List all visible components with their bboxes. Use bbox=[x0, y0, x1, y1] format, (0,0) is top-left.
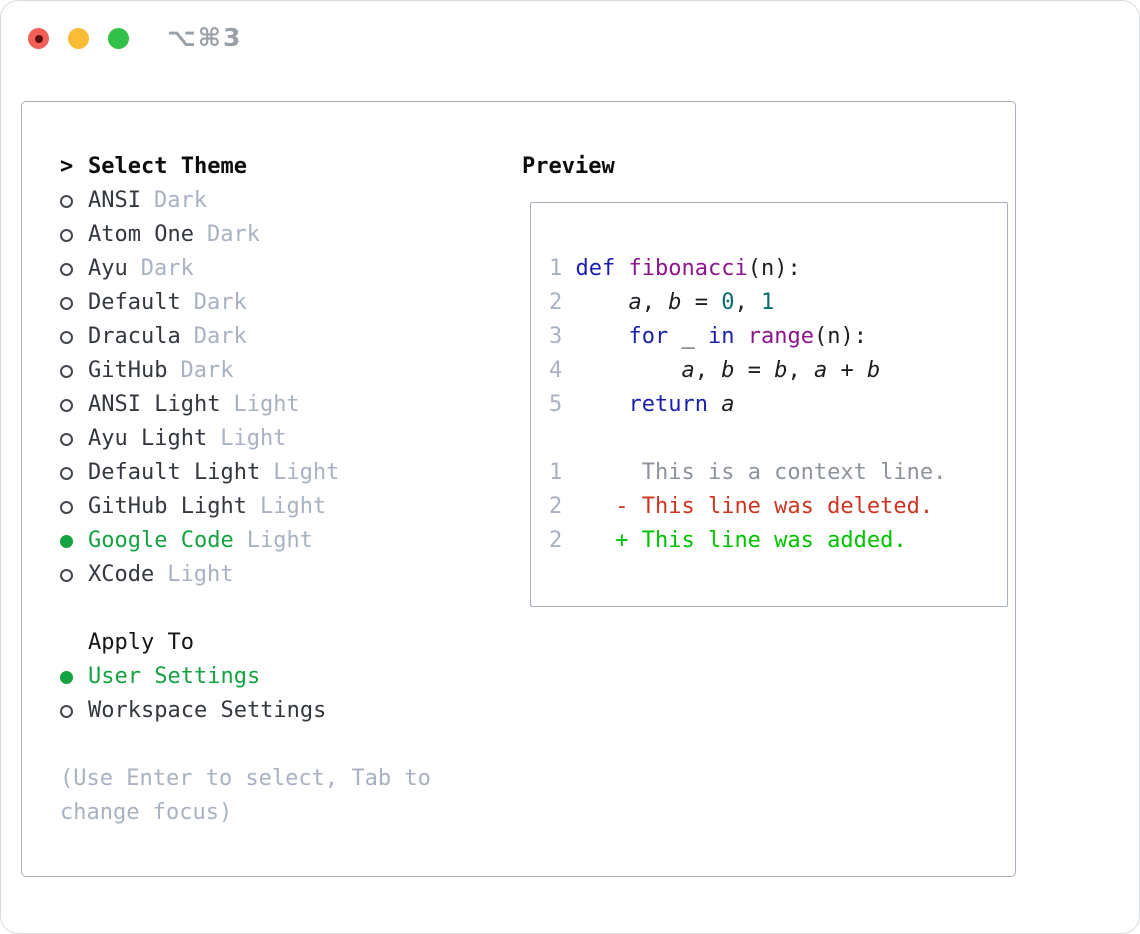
minimize-button[interactable] bbox=[68, 28, 89, 49]
item-variant-label: Dark bbox=[193, 324, 247, 349]
radio-icon bbox=[60, 296, 73, 310]
zoom-button[interactable] bbox=[108, 28, 129, 49]
item-variant-label: Light bbox=[220, 426, 287, 451]
focus-pointer-icon: > bbox=[60, 154, 74, 179]
item-variant-label: Light bbox=[259, 494, 327, 519]
theme-option-default-light[interactable]: Default Light Light bbox=[40, 456, 495, 490]
code-line: 2 - This line was deleted. bbox=[549, 494, 934, 519]
item-label: ANSI Light bbox=[88, 392, 221, 417]
item-label: Workspace Settings bbox=[88, 698, 327, 723]
code-line: 3 for _ in range(n): bbox=[549, 324, 867, 349]
item-variant-label: Dark bbox=[206, 222, 260, 247]
item-variant-label: Dark bbox=[180, 358, 234, 383]
preview-column: Preview 1 def fibonacci(n): 2 a, b = 0, 1… bbox=[502, 150, 1008, 607]
help-line: (Use Enter to select, Tab to bbox=[60, 766, 431, 791]
preview-box: 1 def fibonacci(n): 2 a, b = 0, 1 3 for _ … bbox=[530, 202, 1008, 607]
spacer bbox=[40, 592, 495, 626]
apply-option-workspace-settings[interactable]: Workspace Settings bbox=[40, 694, 495, 728]
code-line bbox=[549, 422, 993, 456]
item-label: Atom One bbox=[88, 222, 194, 247]
radio-icon bbox=[60, 432, 73, 446]
item-variant-label: Light bbox=[246, 528, 313, 553]
item-variant-label: Dark bbox=[153, 188, 207, 213]
theme-option-xcode[interactable]: XCode Light bbox=[40, 558, 495, 592]
apply-option-user-settings[interactable]: User Settings bbox=[40, 660, 495, 694]
apply-to-title: Apply To bbox=[88, 630, 194, 655]
theme-option-google-code[interactable]: Google Code Light bbox=[40, 524, 495, 558]
titlebar: ⌥⌘3 bbox=[1, 1, 1139, 73]
radio-icon bbox=[60, 194, 73, 208]
item-variant-label: Dark bbox=[140, 256, 194, 281]
item-label: Google Code bbox=[88, 528, 234, 553]
code-line: 5 return a bbox=[549, 392, 735, 417]
item-label: Ayu Light bbox=[88, 426, 208, 451]
theme-option-ansi[interactable]: ANSI Dark bbox=[40, 184, 495, 218]
item-label: User Settings bbox=[88, 664, 261, 689]
theme-option-github[interactable]: GitHub Dark bbox=[40, 354, 495, 388]
select-theme-title: Select Theme bbox=[88, 154, 247, 179]
radio-icon bbox=[60, 398, 73, 412]
help-line: change focus) bbox=[60, 800, 233, 825]
radio-icon bbox=[60, 466, 73, 480]
help-text: (Use Enter to select, Tab to change focus… bbox=[40, 762, 495, 830]
theme-option-dracula[interactable]: Dracula Dark bbox=[40, 320, 495, 354]
radio-icon bbox=[60, 262, 73, 276]
item-label: Dracula bbox=[88, 324, 181, 349]
theme-option-ayu-light[interactable]: Ayu Light Light bbox=[40, 422, 495, 456]
theme-option-default[interactable]: Default Dark bbox=[40, 286, 495, 320]
theme-option-atom-one[interactable]: Atom One Dark bbox=[40, 218, 495, 252]
item-label: GitHub bbox=[88, 358, 168, 383]
code-line: 4 a, b = b, a + b bbox=[549, 358, 881, 383]
item-label: ANSI bbox=[88, 188, 141, 213]
item-variant-label: Dark bbox=[193, 290, 247, 315]
item-label: Default Light bbox=[88, 460, 261, 485]
theme-option-ayu[interactable]: Ayu Dark bbox=[40, 252, 495, 286]
code-line: 1 This is a context line. bbox=[549, 460, 947, 485]
close-button[interactable] bbox=[28, 28, 49, 49]
radio-icon bbox=[60, 568, 73, 582]
radio-selected-icon bbox=[60, 534, 73, 548]
radio-icon bbox=[60, 500, 73, 514]
select-theme-header: > Select Theme bbox=[40, 150, 495, 184]
apply-to-header: Apply To bbox=[40, 626, 495, 660]
radio-icon bbox=[60, 330, 73, 344]
code-line: 2 a, b = 0, 1 bbox=[549, 290, 775, 315]
item-label: Default bbox=[88, 290, 181, 315]
item-label: XCode bbox=[88, 562, 155, 587]
code-line: 1 def fibonacci(n): bbox=[549, 256, 801, 281]
radio-icon bbox=[60, 228, 73, 242]
traffic-lights bbox=[28, 28, 129, 49]
code-line: 2 + This line was added. bbox=[549, 528, 907, 553]
item-variant-label: Light bbox=[167, 562, 234, 587]
item-label: Ayu bbox=[88, 256, 128, 281]
radio-icon bbox=[60, 704, 73, 718]
window-title: ⌥⌘3 bbox=[167, 23, 243, 52]
item-variant-label: Light bbox=[233, 392, 300, 417]
theme-option-github-light[interactable]: GitHub Light Light bbox=[40, 490, 495, 524]
spacer bbox=[40, 728, 495, 762]
code-preview: 1 def fibonacci(n): 2 a, b = 0, 1 3 for _ … bbox=[549, 252, 993, 558]
radio-icon bbox=[60, 364, 73, 378]
radio-selected-icon bbox=[60, 670, 73, 684]
theme-option-ansi-light[interactable]: ANSI Light Light bbox=[40, 388, 495, 422]
item-label: GitHub Light bbox=[88, 494, 247, 519]
preview-title: Preview bbox=[522, 154, 615, 179]
item-variant-label: Light bbox=[273, 460, 340, 485]
